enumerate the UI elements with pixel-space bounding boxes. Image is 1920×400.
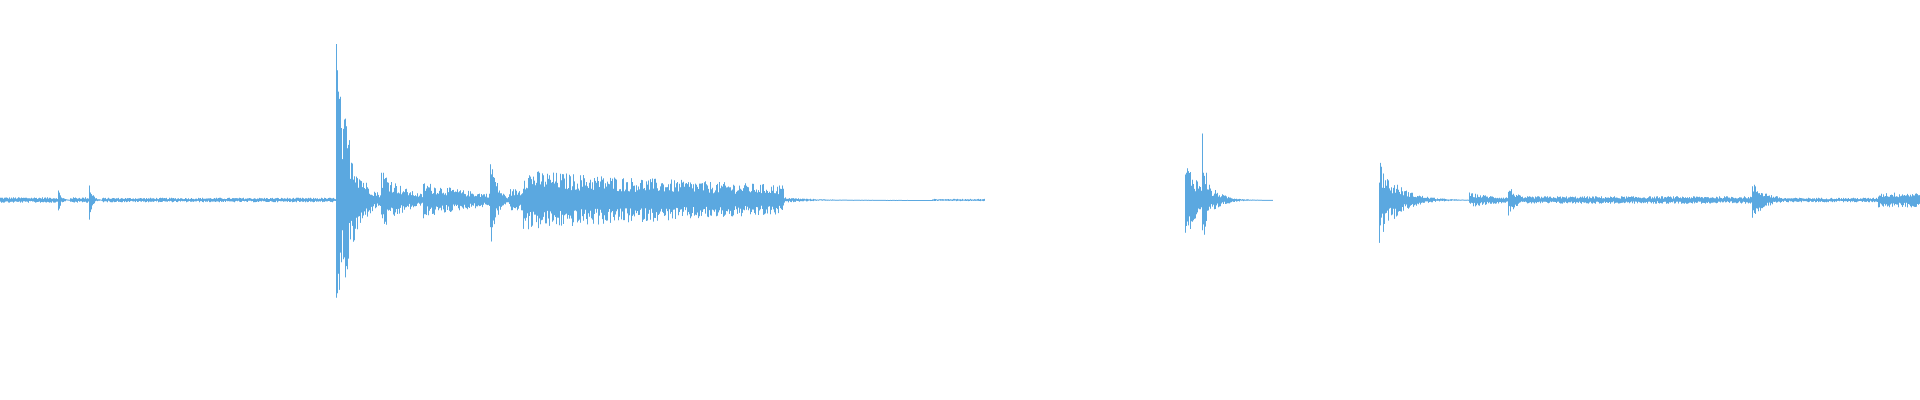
waveform-trace	[0, 44, 1920, 298]
